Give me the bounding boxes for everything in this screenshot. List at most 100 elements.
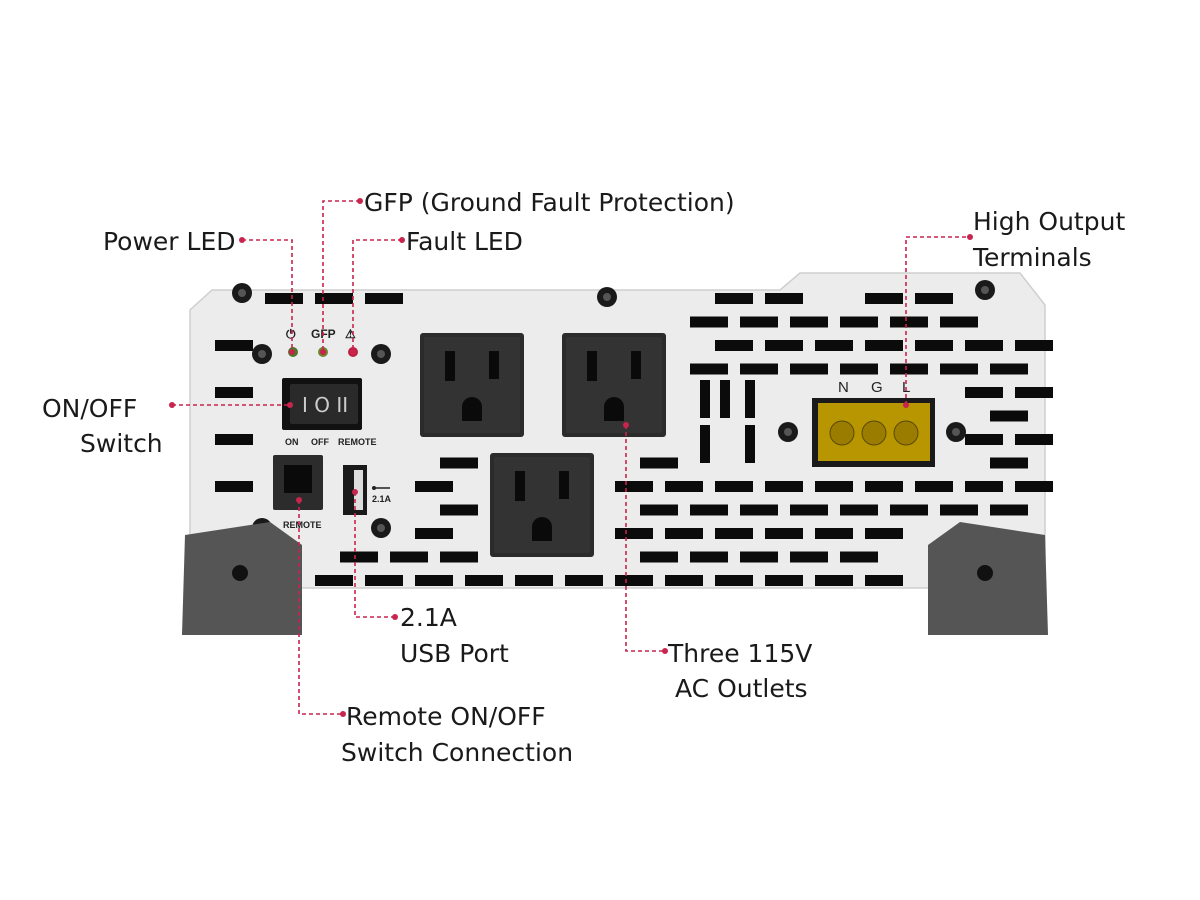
ac-outlet[interactable] xyxy=(562,333,666,437)
vent-slot xyxy=(415,575,453,586)
vent-slot xyxy=(815,340,853,351)
vent-slot xyxy=(790,363,828,375)
vent-slot xyxy=(340,551,378,563)
vent-slot xyxy=(365,293,403,304)
ventilation-slots xyxy=(215,293,1053,586)
vent-slot xyxy=(965,434,1003,445)
vent-slot xyxy=(840,316,878,328)
usb-rating-marking: 2.1A xyxy=(372,494,392,504)
vent-slot xyxy=(740,551,778,563)
vent-slot xyxy=(865,528,903,539)
vent-slot xyxy=(690,504,728,516)
vent-slot xyxy=(1015,481,1053,492)
vent-slot xyxy=(990,363,1028,375)
callout-onoff-line2: Switch xyxy=(80,429,163,458)
vent-slot xyxy=(1015,434,1053,445)
callout-outlets-line2: AC Outlets xyxy=(675,674,808,703)
vent-slot xyxy=(390,551,428,563)
vent-slot xyxy=(765,481,803,492)
vent-slot xyxy=(615,481,653,492)
vent-slot xyxy=(315,293,353,304)
ac-outlet[interactable] xyxy=(490,453,594,557)
vent-slot xyxy=(865,293,903,304)
vent-slot xyxy=(690,316,728,328)
vent-slot xyxy=(715,293,753,304)
vent-slot xyxy=(640,457,678,469)
ac-outlet[interactable] xyxy=(420,333,524,437)
vent-slot xyxy=(965,481,1003,492)
vent-slot xyxy=(440,504,478,516)
vent-slot xyxy=(265,293,303,304)
callout-onoff-line1: ON/OFF xyxy=(42,394,137,423)
vent-slot xyxy=(700,380,710,418)
vent-slot xyxy=(690,551,728,563)
vent-slot xyxy=(440,551,478,563)
vent-slot xyxy=(665,481,703,492)
remote-jack-label: REMOTE xyxy=(283,520,322,530)
vent-slot xyxy=(715,340,753,351)
vent-slot xyxy=(990,410,1028,422)
vent-slot xyxy=(640,551,678,563)
vent-slot xyxy=(765,575,803,586)
vent-slot xyxy=(790,316,828,328)
remote-jack[interactable] xyxy=(273,455,323,510)
switch-on-label: ON xyxy=(285,437,299,447)
vent-slot xyxy=(720,380,730,418)
vent-slot xyxy=(465,575,503,586)
vent-slot xyxy=(640,504,678,516)
vent-slot xyxy=(415,528,453,539)
callout-outlets-line1: Three 115V xyxy=(667,639,812,668)
vent-slot xyxy=(815,481,853,492)
vent-slot xyxy=(915,481,953,492)
vent-slot xyxy=(215,481,253,492)
callout-usb-line1: 2.1A xyxy=(400,603,457,632)
vent-slot xyxy=(715,481,753,492)
terminal-n-label: N xyxy=(838,379,849,396)
callout-usb-line2: USB Port xyxy=(400,639,509,668)
vent-slot xyxy=(940,316,978,328)
vent-slot xyxy=(940,504,978,516)
vent-slot xyxy=(840,504,878,516)
vent-slot xyxy=(865,340,903,351)
vent-slot xyxy=(440,457,478,469)
vent-slot xyxy=(365,575,403,586)
vent-slot xyxy=(215,340,253,351)
vent-slot xyxy=(815,575,853,586)
vent-slot xyxy=(890,316,928,328)
vent-slot xyxy=(865,481,903,492)
vent-slot xyxy=(765,528,803,539)
vent-slot xyxy=(865,575,903,586)
vent-slot xyxy=(715,528,753,539)
vent-slot xyxy=(715,575,753,586)
vent-slot xyxy=(765,293,803,304)
vent-slot xyxy=(665,528,703,539)
callout-remote-line2: Switch Connection xyxy=(341,738,573,767)
vent-slot xyxy=(740,363,778,375)
vent-slot xyxy=(990,504,1028,516)
vent-slot xyxy=(990,457,1028,469)
vent-slot xyxy=(740,504,778,516)
vent-slot xyxy=(940,363,978,375)
callout-fault-led: Fault LED xyxy=(406,227,523,256)
vent-slot xyxy=(790,504,828,516)
vent-slot xyxy=(1015,340,1053,351)
vent-slot xyxy=(915,340,953,351)
vent-slot xyxy=(915,293,953,304)
vent-slot xyxy=(315,575,353,586)
vent-slot xyxy=(745,380,755,418)
vent-slot xyxy=(965,340,1003,351)
vent-slot xyxy=(840,551,878,563)
high-output-terminal-block[interactable] xyxy=(812,398,935,467)
onoff-switch[interactable]: I O II xyxy=(282,378,362,430)
callout-terminals-line2: Terminals xyxy=(972,243,1092,272)
vent-slot xyxy=(615,575,653,586)
vent-slot xyxy=(415,481,453,492)
vent-slot xyxy=(790,551,828,563)
vent-slot xyxy=(890,363,928,375)
vent-slot xyxy=(745,425,755,463)
vent-slot xyxy=(700,425,710,463)
callout-gfp: GFP (Ground Fault Protection) xyxy=(364,188,735,217)
switch-remote-label: REMOTE xyxy=(338,437,377,447)
vent-slot xyxy=(1015,387,1053,398)
